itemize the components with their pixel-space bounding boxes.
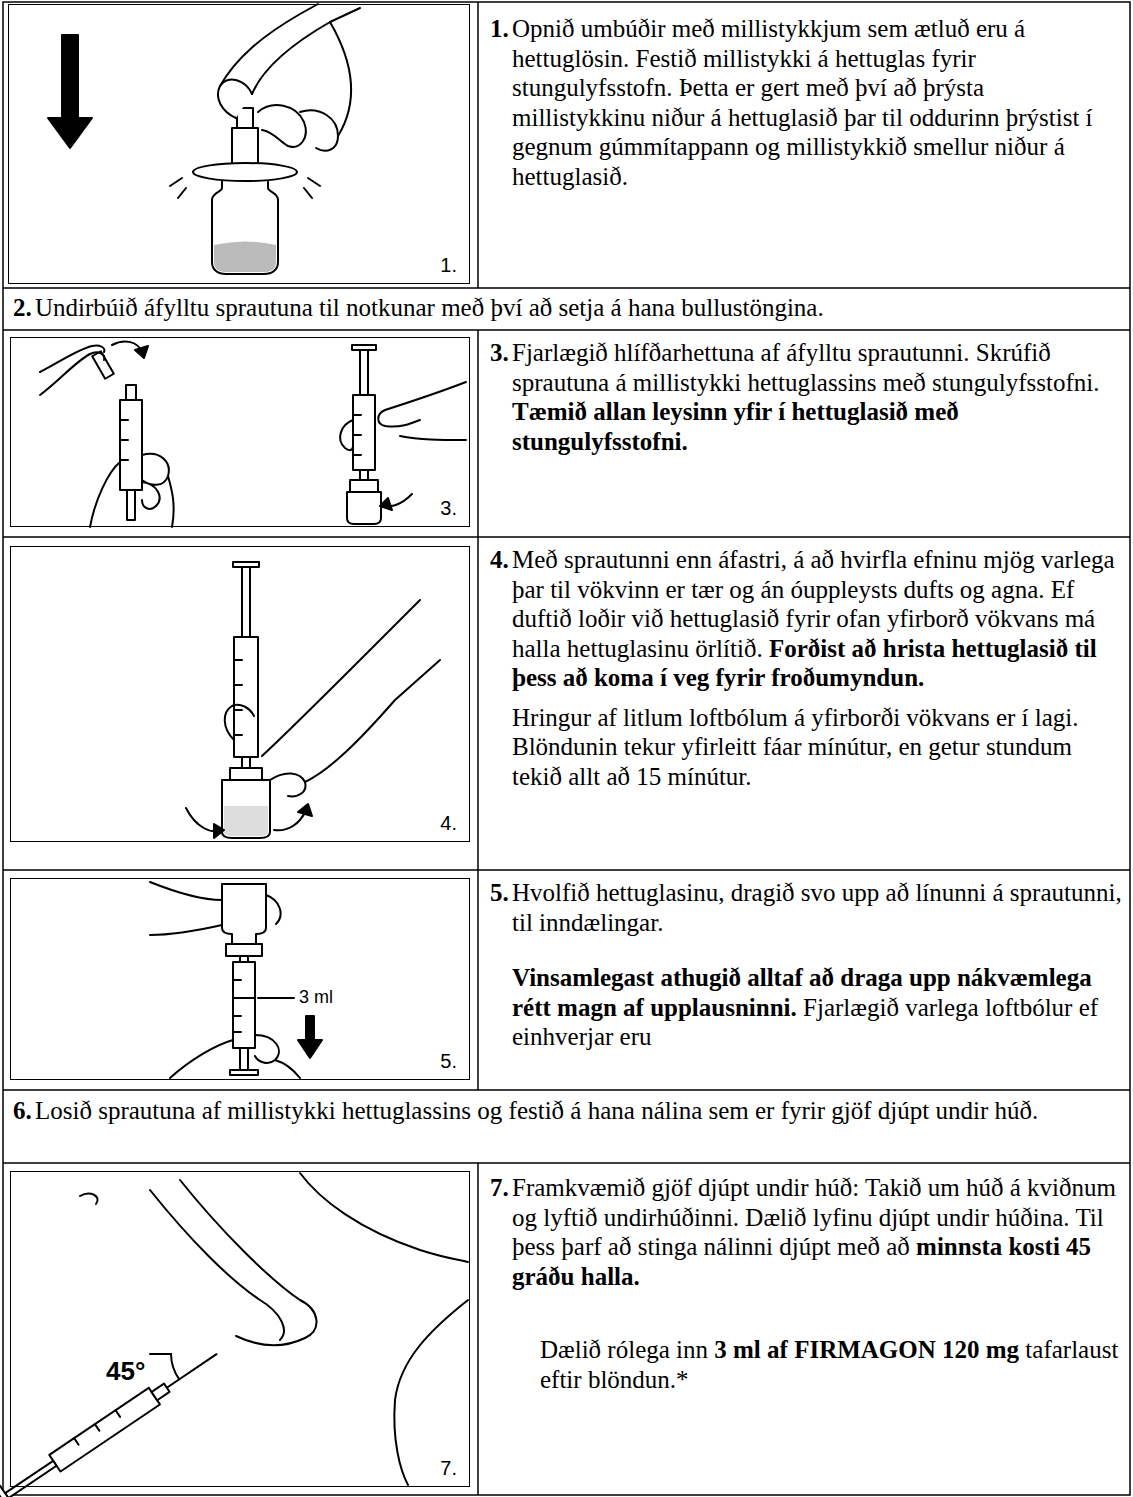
- instruction-text: Fjarlægið hlífðarhettuna af áfylltu spra…: [512, 339, 1099, 396]
- callout-number: 7.: [440, 1457, 457, 1480]
- instruction-cell: 2.Undirbúið áfylltu sprautuna til notkun…: [3, 288, 1130, 330]
- step-number: 3.: [490, 338, 512, 368]
- draw-up-illustration: [150, 882, 322, 1078]
- instruction-cell: 7.Framkvæmið gjöf djúpt undir húð: Takið…: [478, 1163, 1130, 1497]
- illustration-frame: 3.: [10, 337, 470, 527]
- instruction-cell: 1.Opnið umbúðir með millistykkjum sem æt…: [478, 2, 1130, 288]
- paragraph: Vinsamlegast athugið alltaf að draga upp…: [490, 963, 1122, 1052]
- step-number: 1.: [490, 14, 512, 44]
- paragraph: 4.Með sprautunni enn áfastri, á að hvirf…: [490, 545, 1122, 693]
- angle-label: 45°: [106, 1356, 145, 1387]
- instruction-cell: 3.Fjarlægið hlífðarhettuna af áfylltu sp…: [478, 330, 1130, 537]
- instruction-text: Hringur af litlum loftbólum á yfirborði …: [512, 704, 1079, 790]
- paragraph: 1.Opnið umbúðir með millistykkjum sem æt…: [490, 14, 1122, 191]
- instruction-text: Undirbúið áfylltu sprautuna til notkunar…: [35, 294, 824, 321]
- callout-number: 5.: [440, 1050, 457, 1073]
- instruction-cell: 5.Hvolfið hettuglasinu, dragið svo upp a…: [478, 870, 1130, 1090]
- instruction-text: Opnið umbúðir með millistykkjum sem ætlu…: [512, 15, 1093, 190]
- warning-text: 3 ml af FIRMAGON 120 mg: [714, 1336, 1019, 1363]
- volume-mark: 3 ml: [299, 987, 333, 1008]
- injection-illustration: [0, 1173, 468, 1497]
- instruction-text: Dælið rólega inn: [540, 1336, 708, 1363]
- adapter-illustration: [48, 4, 360, 274]
- illustration-frame: 5. 3 ml: [10, 878, 470, 1080]
- step-number: 5.: [490, 878, 512, 908]
- callout-number: 3.: [440, 497, 457, 520]
- paragraph: 6.Losið sprautuna af millistykki hettugl…: [13, 1096, 1122, 1126]
- paragraph: 5.Hvolfið hettuglasinu, dragið svo upp a…: [490, 878, 1122, 937]
- step-number: 4.: [490, 545, 512, 575]
- paragraph: 2.Undirbúið áfylltu sprautuna til notkun…: [13, 293, 1122, 323]
- paragraph: Dælið rólega inn 3 ml af FIRMAGON 120 mg…: [490, 1335, 1122, 1394]
- swirl-illustration: [186, 562, 440, 838]
- step-number: 2.: [13, 293, 35, 323]
- instruction-text: Losið sprautuna af millistykki hettuglas…: [35, 1097, 1038, 1124]
- step-number: 7.: [490, 1173, 512, 1203]
- warning-text: Tæmið allan leysinn yfir í hettuglasið m…: [512, 398, 959, 455]
- paragraph: Hringur af litlum loftbólum á yfirborði …: [490, 703, 1122, 792]
- table-grid: [3, 2, 1130, 1495]
- instruction-text: Hvolfið hettuglasinu, dragið svo upp að …: [512, 879, 1122, 936]
- paragraph: 3.Fjarlægið hlífðarhettuna af áfylltu sp…: [490, 338, 1122, 456]
- callout-number: 1.: [440, 254, 457, 277]
- instruction-cell: 4.Með sprautunni enn áfastri, á að hvirf…: [478, 537, 1130, 870]
- illustration-frame: 4.: [10, 546, 470, 842]
- step-number: 6.: [13, 1096, 35, 1126]
- paragraph: 7.Framkvæmið gjöf djúpt undir húð: Takið…: [490, 1173, 1122, 1291]
- instruction-cell: 6.Losið sprautuna af millistykki hettugl…: [3, 1090, 1130, 1163]
- callout-number: 4.: [440, 812, 457, 835]
- illustration-frame: 1.: [8, 4, 470, 284]
- illustration-frame: 7. 45°: [10, 1171, 470, 1487]
- syringe-connect-illustration: [40, 341, 466, 527]
